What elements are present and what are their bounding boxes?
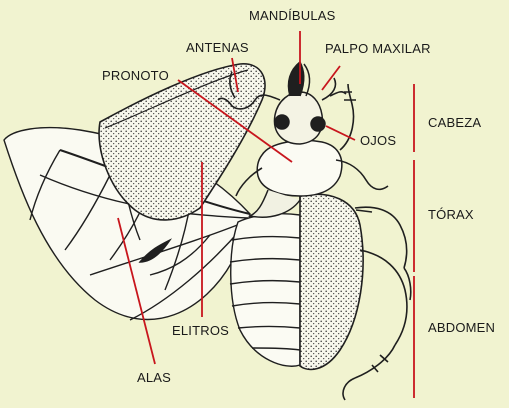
label-alas: ALAS: [137, 370, 171, 385]
abdomen-segments: [230, 214, 300, 367]
right-elytron: [300, 194, 363, 369]
label-ojos: OJOS: [360, 133, 396, 148]
left-elytron: [99, 64, 265, 220]
label-pronoto: PRONOTO: [102, 68, 169, 83]
label-elitros: ELITROS: [172, 323, 229, 338]
label-cabeza: CABEZA: [428, 115, 481, 130]
label-antenas: ANTENAS: [186, 40, 249, 55]
label-torax: TÓRAX: [428, 207, 474, 222]
label-abdomen: ABDOMEN: [428, 320, 495, 335]
leader-palpo-maxilar: [322, 66, 340, 90]
label-mandibulas: MANDÍBULAS: [249, 8, 336, 23]
label-palpo-maxilar: PALPO MAXILAR: [325, 41, 431, 56]
